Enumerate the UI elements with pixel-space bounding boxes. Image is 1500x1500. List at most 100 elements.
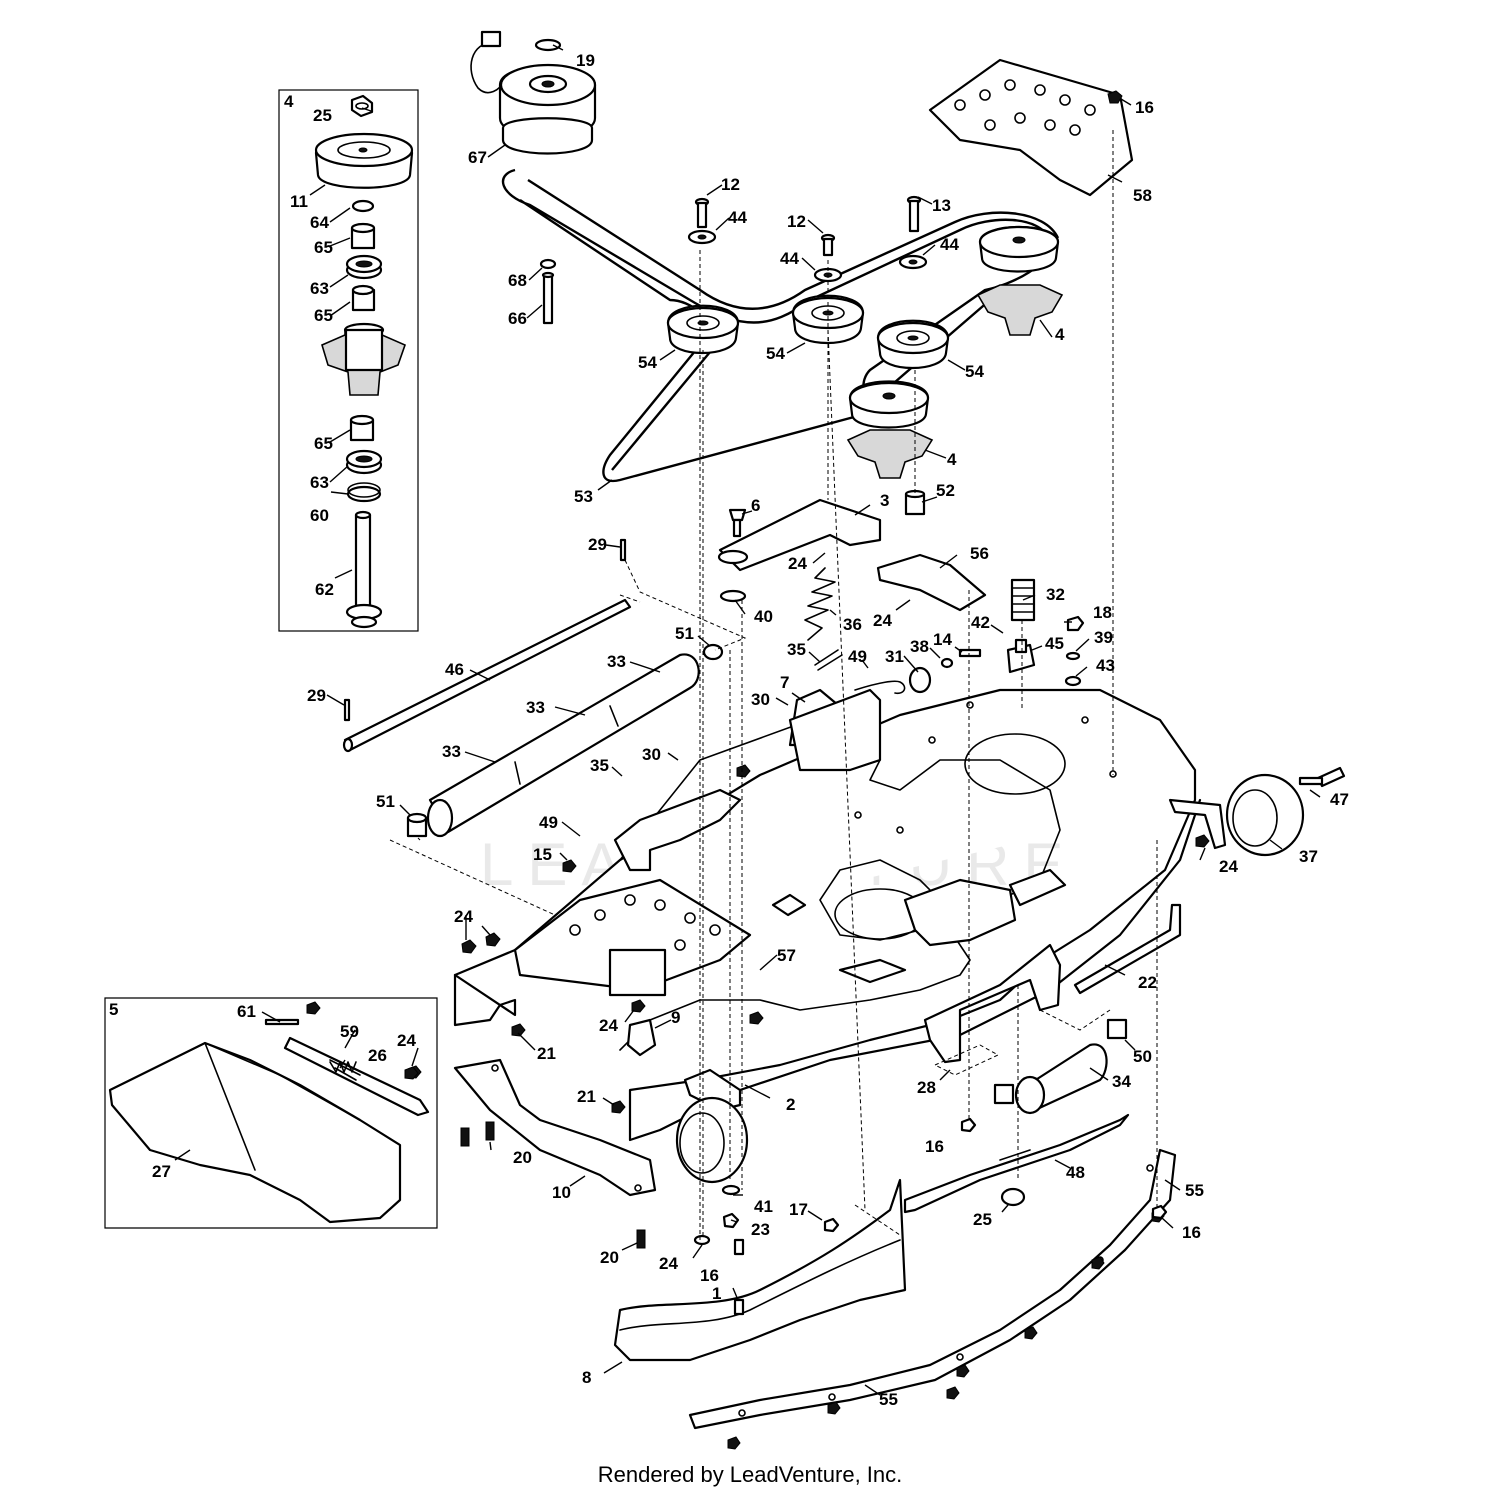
callout-37: 37 bbox=[1299, 847, 1318, 866]
callout-16-mid: 16 bbox=[925, 1137, 944, 1156]
callout-59: 59 bbox=[340, 1022, 359, 1041]
callout-36: 36 bbox=[843, 615, 862, 634]
electric-pto-clutch bbox=[470, 30, 597, 155]
idler-bolt-right bbox=[898, 195, 928, 270]
callout-17: 17 bbox=[789, 1200, 808, 1219]
callout-24-bottom: 24 bbox=[659, 1254, 678, 1273]
callout-47: 47 bbox=[1330, 790, 1349, 809]
callout-54-right: 54 bbox=[965, 362, 984, 381]
callout-19: 19 bbox=[576, 51, 595, 70]
deck-baffle-left bbox=[453, 1058, 657, 1197]
callout-24-guard: 24 bbox=[599, 1016, 618, 1035]
callout-28: 28 bbox=[917, 1078, 936, 1097]
callout-51-top: 51 bbox=[675, 624, 694, 643]
deck-front-guard bbox=[513, 878, 752, 997]
callout-43: 43 bbox=[1096, 656, 1115, 675]
callout-20-bottom: 20 bbox=[600, 1248, 619, 1267]
inset-label-chute: 5 bbox=[109, 1000, 118, 1019]
leader-lines bbox=[174, 44, 1321, 1396]
roller-bushing-left bbox=[406, 812, 428, 838]
callout-40: 40 bbox=[754, 607, 773, 626]
roller-bushing-rear bbox=[1106, 1018, 1128, 1040]
callout-24-deck: 24 bbox=[454, 907, 473, 926]
idler-bolt-left bbox=[687, 197, 717, 245]
callout-65-mid: 65 bbox=[314, 306, 333, 325]
spindle-bearing-bottom bbox=[345, 449, 383, 475]
callout-7: 7 bbox=[780, 673, 789, 692]
hardware-column bbox=[1064, 615, 1085, 687]
callout-9: 9 bbox=[671, 1008, 680, 1027]
discharge-chute-inset: 5 bbox=[104, 997, 438, 1229]
callout-8: 8 bbox=[582, 1368, 591, 1387]
mower-deck-housing bbox=[453, 688, 1202, 1142]
callout-44-right: 44 bbox=[940, 235, 959, 254]
callout-55-right: 55 bbox=[1185, 1181, 1204, 1200]
inset-frame-spindle bbox=[278, 89, 419, 632]
deck-skid-strip bbox=[688, 1148, 1177, 1430]
deck-side-left bbox=[453, 973, 517, 1027]
callout-23: 23 bbox=[751, 1220, 770, 1239]
clutch-washer bbox=[534, 38, 562, 52]
callout-26: 26 bbox=[368, 1046, 387, 1065]
adjuster-hardware bbox=[908, 648, 982, 694]
callout-4-right: 4 bbox=[1055, 325, 1065, 344]
callout-10: 10 bbox=[552, 1183, 571, 1202]
callout-20-top: 20 bbox=[513, 1148, 532, 1167]
callout-11: 11 bbox=[290, 192, 308, 211]
callout-25-blade: 25 bbox=[973, 1210, 992, 1229]
callout-42: 42 bbox=[971, 613, 990, 632]
spindle-spacer-top bbox=[350, 222, 376, 250]
spindle-shaft bbox=[345, 510, 383, 629]
callout-31: 31 bbox=[885, 647, 904, 666]
idler-spring bbox=[804, 567, 836, 641]
callout-12-left: 12 bbox=[721, 175, 740, 194]
anti-scalp-rod bbox=[342, 598, 632, 753]
callout-6: 6 bbox=[751, 496, 760, 515]
belt-cover-bolt bbox=[1107, 90, 1123, 104]
mower-blade bbox=[903, 1113, 1130, 1214]
callout-35-left: 35 bbox=[590, 756, 609, 775]
callout-16-top: 16 bbox=[1135, 98, 1154, 117]
callout-62: 62 bbox=[315, 580, 334, 599]
assembly-dash-lines bbox=[699, 130, 1158, 1240]
chute-nut-right bbox=[404, 1066, 419, 1080]
callout-63-bottom: 63 bbox=[310, 473, 329, 492]
callout-49-left: 49 bbox=[539, 813, 558, 832]
callout-33-bottom: 33 bbox=[442, 742, 461, 761]
callout-24-idler: 24 bbox=[788, 554, 807, 573]
gauge-wheel-left bbox=[675, 1068, 749, 1184]
callout-33-mid: 33 bbox=[526, 698, 545, 717]
deck-hardware bbox=[407, 764, 1210, 1316]
callout-12-center: 12 bbox=[787, 212, 806, 231]
front-baffle bbox=[613, 1178, 907, 1362]
chute-pin bbox=[264, 1018, 300, 1026]
roller-bushing-right bbox=[702, 643, 724, 661]
belt-cover-right bbox=[928, 58, 1134, 197]
spindle-bearing-top bbox=[345, 254, 383, 280]
callout-55-bottom: 55 bbox=[879, 1390, 898, 1409]
callout-22: 22 bbox=[1138, 973, 1157, 992]
callout-54-center: 54 bbox=[766, 344, 785, 363]
callout-61: 61 bbox=[237, 1002, 256, 1021]
callout-25-inset: 25 bbox=[313, 106, 332, 125]
callout-1: 1 bbox=[712, 1284, 721, 1303]
spindle-spacer-mid bbox=[351, 284, 376, 312]
idler-shoulder-bolt bbox=[728, 508, 747, 538]
callout-68: 68 bbox=[508, 271, 527, 290]
chute-spring bbox=[329, 1061, 357, 1073]
discharge-chute bbox=[108, 1041, 402, 1224]
callout-65-bottom: 65 bbox=[314, 434, 333, 453]
baffle-bracket bbox=[876, 553, 987, 612]
callout-14: 14 bbox=[933, 630, 952, 649]
spindle-assembly-inset: 4 bbox=[278, 89, 419, 632]
idler-pulley-right bbox=[876, 319, 950, 369]
callout-33-top: 33 bbox=[607, 652, 626, 671]
callout-15: 15 bbox=[533, 845, 552, 864]
inset-frame-chute bbox=[104, 997, 438, 1229]
callout-24-wheel: 24 bbox=[1219, 857, 1238, 876]
callout-66: 66 bbox=[508, 309, 527, 328]
callout-30-top: 30 bbox=[751, 690, 770, 709]
callout-63-top: 63 bbox=[310, 279, 329, 298]
bushing bbox=[904, 489, 926, 516]
